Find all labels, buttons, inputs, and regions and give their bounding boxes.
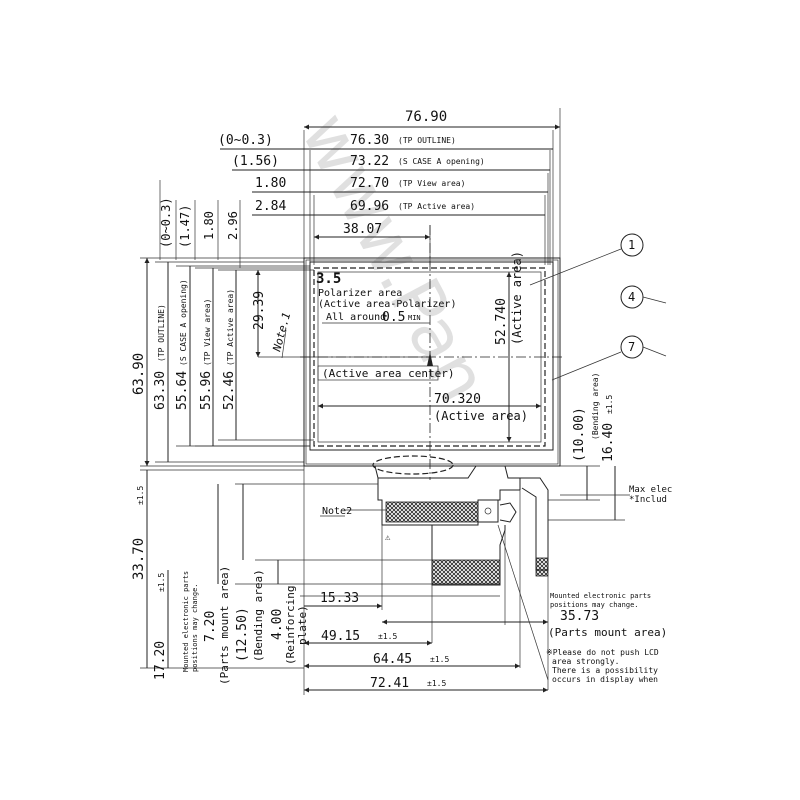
dim-63-30-note: (TP OUTLINE) <box>157 304 166 362</box>
dim-15-33: 15.33 <box>320 591 359 606</box>
dim-35-73: 35.73 <box>560 609 599 624</box>
left-top-dimensions: (0~0.3) (1.47) 1.80 2.96 <box>159 180 241 268</box>
dim-55-64-note: (S CASE A opening) <box>179 279 188 366</box>
dim-69-96: 69.96 <box>350 199 389 214</box>
dim-v-1-80: 1.80 <box>202 211 216 240</box>
dim-4-00: 4.00 <box>270 609 285 640</box>
warning-line2: area strongly. <box>552 657 619 666</box>
dim-72-70: 72.70 <box>350 176 389 191</box>
dim-52-740-note: (Active area) <box>510 251 524 345</box>
mounted-right-line1: Mounted electronic parts <box>550 592 651 600</box>
callout-4: 4 <box>628 290 635 304</box>
lower-left-dimensions: 33.70 ±1.5 17.20 ±1.5 Mounted electronic… <box>131 469 500 685</box>
polarizer-line1: Polarizer area <box>318 288 402 299</box>
warning-line4: occurs in display when <box>552 675 658 684</box>
active-area-center: (Active area center) <box>322 367 454 380</box>
dim-49-15: 49.15 <box>321 629 360 644</box>
fpc-tail: ⚠ Note2 <box>320 455 549 586</box>
mounted-left-line1: Mounted electronic parts <box>182 571 190 672</box>
callout-7: 7 <box>628 340 635 354</box>
dim-55-96: 55.96 <box>199 371 214 410</box>
svg-text:⚠: ⚠ <box>385 533 391 543</box>
dim-76-30: 76.30 <box>350 133 389 148</box>
dim-72-70-note: (TP View area) <box>398 179 465 188</box>
dim-7-20-note: (Parts mount area) <box>218 566 231 685</box>
dim-49-15-tol: ±1.5 <box>378 632 397 641</box>
dim-v-1-47: (1.47) <box>178 205 192 248</box>
dim-52-740: 52.740 <box>494 298 509 345</box>
dim-4-00-note2: plate) <box>296 605 309 645</box>
note-2-label: Note2 <box>322 506 352 517</box>
dim-1-80: 1.80 <box>255 176 286 191</box>
all-around-label: All around <box>326 312 386 323</box>
dim-63-90: 63.90 <box>131 353 147 395</box>
mounted-right-line2: positions may change. <box>550 601 639 609</box>
max-elec-line2: *Includ <box>629 495 667 505</box>
dim-72-41-tol: ±1.5 <box>427 679 446 688</box>
dim-0-0-3: (0~0.3) <box>218 133 273 148</box>
dim-64-45-tol: ±1.5 <box>430 655 449 664</box>
dim-52-46-note: (TP Active area) <box>226 289 235 366</box>
dim-73-22: 73.22 <box>350 154 389 169</box>
left-dimensions: 63.90 63.30 (TP OUTLINE) 55.64 (S CASE A… <box>131 257 430 467</box>
dim-70-320-note: (Active area) <box>434 409 528 423</box>
callout-1: 1 <box>628 238 635 252</box>
dim-4-00-note1: (Reinforcing <box>284 586 297 665</box>
callouts: 1 4 7 <box>529 233 667 381</box>
dim-v-0-0-3: (0~0.3) <box>159 197 173 248</box>
dim-1-56: (1.56) <box>232 154 279 169</box>
dim-70-320: 70.320 <box>434 392 481 407</box>
dim-33-70: 33.70 <box>131 538 147 580</box>
dim-16-40: 16.40 <box>601 423 616 462</box>
right-dimensions: (10.00) (Bending area) 16.40 ±1.5 Max el… <box>548 373 672 521</box>
dim-7-20: 7.20 <box>203 611 218 642</box>
dim-63-30: 63.30 <box>153 371 168 410</box>
dim-33-70-tol: ±1.5 <box>136 486 145 505</box>
dim-17-20: 17.20 <box>153 641 168 680</box>
dim-10-00-note: (Bending area) <box>591 373 600 440</box>
bottom-dimensions: 15.33 35.73 (Parts mount area) 49.15 ±1.… <box>303 466 667 695</box>
dim-55-64: 55.64 <box>175 371 190 410</box>
dim-35-73-note: (Parts mount area) <box>548 626 667 639</box>
dim-v-2-96: 2.96 <box>226 211 240 240</box>
dim-76-90: 76.90 <box>405 109 447 125</box>
dim-16-40-tol: ±1.5 <box>605 395 614 414</box>
dim-76-30-note: (TP OUTLINE) <box>398 136 456 145</box>
panel-size: 3.5 <box>316 271 341 287</box>
dim-12-50-note: (Bending area) <box>252 569 265 662</box>
warning-line3: There is a possibility <box>552 666 658 675</box>
dim-64-45: 64.45 <box>373 652 412 667</box>
dim-73-22-note: (S CASE A opening) <box>398 157 485 166</box>
mounted-left-line2: positions may change. <box>191 583 199 672</box>
all-around-min: MIN <box>408 314 421 322</box>
dim-69-96-note: (TP Active area) <box>398 202 475 211</box>
top-dimensions: 76.90 (0~0.3) 76.30 (TP OUTLINE) (1.56) … <box>218 108 561 265</box>
dim-72-41: 72.41 <box>370 676 409 691</box>
max-elec-line1: Max elec <box>629 485 672 495</box>
all-around-value: 0.5 <box>382 310 405 325</box>
dim-2-84: 2.84 <box>255 199 286 214</box>
polarizer-line2: (Active area-Polarizer) <box>318 299 456 310</box>
dim-38-07: 38.07 <box>343 222 382 237</box>
lcd-panel: 3.5 Polarizer area (Active area-Polarize… <box>300 225 565 480</box>
dim-52-46: 52.46 <box>222 371 237 410</box>
dim-17-20-tol: ±1.5 <box>157 573 166 592</box>
note-1-label: Note.1 <box>270 311 293 354</box>
dim-29-39: 29.39 <box>252 291 267 330</box>
dim-10-00: (10.00) <box>572 407 587 462</box>
dim-55-96-note: (TP View area) <box>203 299 212 366</box>
warning-line1: ※Please do not push LCD <box>546 648 659 657</box>
dim-12-50: (12.50) <box>235 607 250 662</box>
